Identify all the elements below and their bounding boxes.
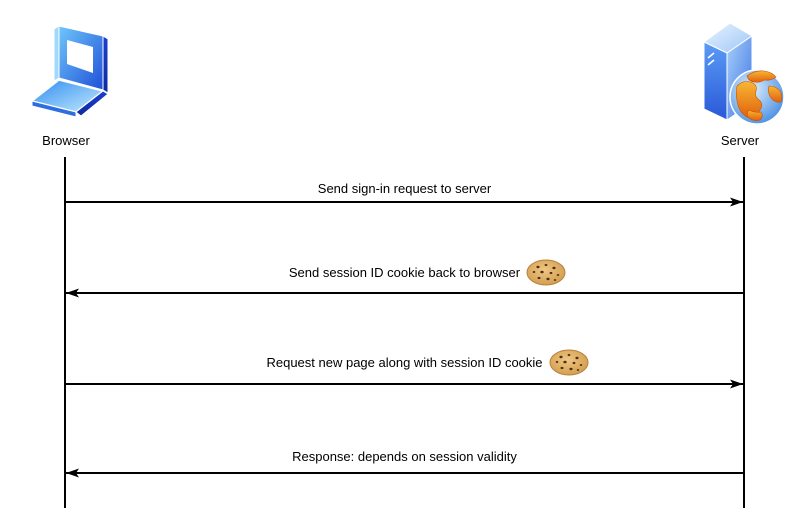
message-1-text: Send sign-in request to server xyxy=(317,180,492,196)
server-label: Server xyxy=(720,133,760,148)
message-1: Send sign-in request to server xyxy=(65,180,744,196)
message-2: Send session ID cookie back to browser xyxy=(65,259,744,286)
message-4-text: Response: depends on session validity xyxy=(292,448,517,464)
globe-icon xyxy=(729,69,785,125)
browser-label: Browser xyxy=(42,133,90,148)
message-2-text: Send session ID cookie back to browser xyxy=(288,265,521,280)
cookie-icon xyxy=(526,259,566,286)
message-4: Response: depends on session validity xyxy=(65,448,744,464)
laptop-icon xyxy=(30,25,109,118)
message-3: Request new page along with session ID c… xyxy=(65,349,744,376)
cookie-icon xyxy=(549,349,589,376)
message-3-text: Request new page along with session ID c… xyxy=(266,355,543,370)
server-globe-icon xyxy=(703,22,785,125)
